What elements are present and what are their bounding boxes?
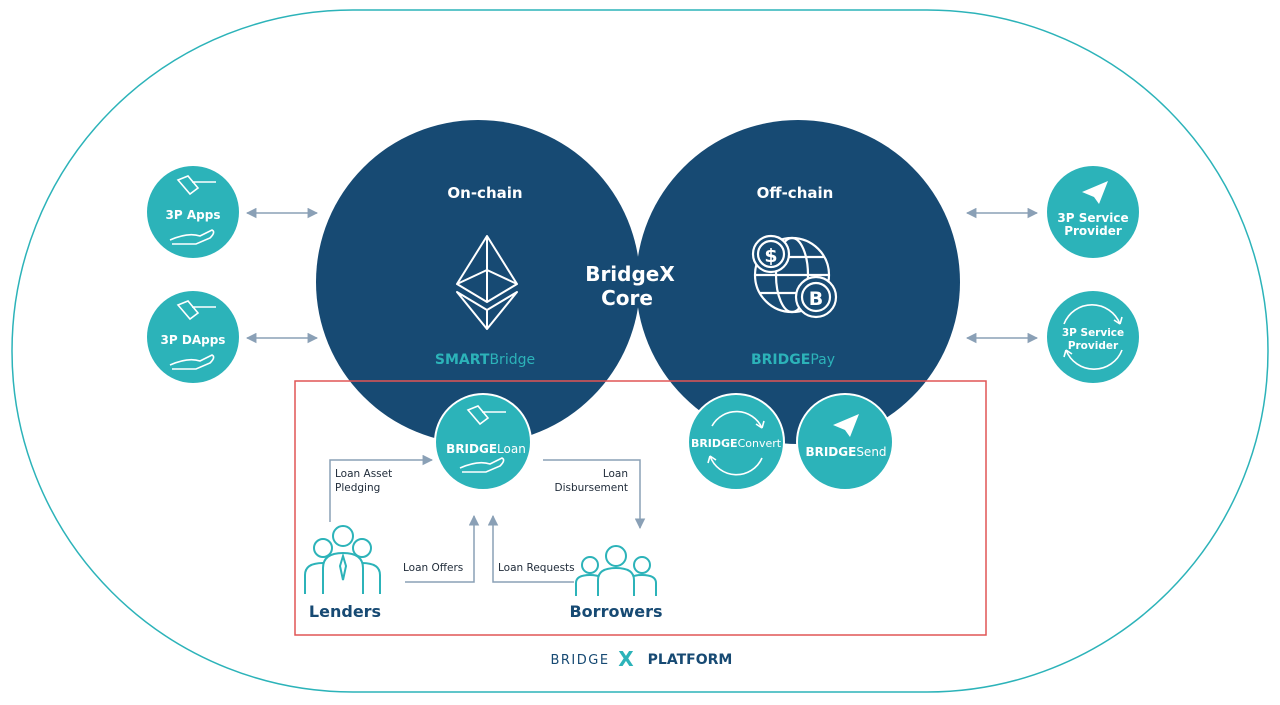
disbursement-label-line2: Disbursement — [555, 482, 629, 494]
lending-highlight-box — [294, 380, 987, 636]
bridgesend-node[interactable]: BRIDGESend — [796, 393, 894, 491]
bridgeloan-label: BRIDGELoan — [446, 442, 526, 456]
label-3p-apps: 3P Apps — [166, 208, 221, 222]
offers-label: Loan Offers — [403, 562, 463, 574]
pledging-label-line1: Loan Asset — [335, 468, 392, 480]
refresh-icon — [1063, 303, 1123, 371]
refresh-icon — [707, 410, 765, 476]
service-provider-line1: 3P Service — [1057, 211, 1128, 225]
requests-label: Loan Requests — [498, 562, 575, 574]
smartbridge-label: SMARTBridge — [435, 352, 535, 368]
disbursement-label-line1: Loan — [603, 468, 628, 480]
handshake-icon — [459, 405, 506, 473]
brand-platform: PLATFORM — [648, 652, 733, 668]
on-chain-circle — [316, 120, 640, 444]
bridgeloan-node[interactable]: BRIDGELoan — [434, 393, 532, 491]
bridgex-platform-logo: BRIDGE X PLATFORM — [550, 647, 732, 671]
label-3p-dapps: 3P DApps — [161, 333, 226, 347]
bridgesend-label: BRIDGESend — [805, 445, 886, 459]
node-3p-apps[interactable]: 3P Apps — [147, 166, 239, 258]
node-3p-service-provider-convert[interactable]: 3P Service Provider — [1047, 291, 1139, 383]
bridgeconvert-node[interactable]: BRIDGEConvert — [687, 393, 785, 491]
off-chain-label: Off-chain — [757, 184, 834, 202]
ethereum-icon — [456, 235, 518, 330]
arrow-pledging — [329, 454, 434, 522]
dollar-icon: $ — [764, 245, 777, 267]
pledging-label-line2: Pledging — [335, 482, 380, 494]
service-provider-line2-b: Provider — [1068, 340, 1119, 352]
service-provider-line2: Provider — [1064, 224, 1122, 238]
service-provider-line1-b: 3P Service — [1062, 327, 1124, 339]
node-3p-service-provider-send[interactable]: 3P Service Provider — [1047, 166, 1139, 258]
globe-coins-icon — [751, 234, 838, 319]
platform-boundary — [11, 9, 1269, 693]
node-3p-dapps[interactable]: 3P DApps — [147, 291, 239, 383]
lenders-label: Lenders — [309, 602, 381, 621]
arrow-disbursement — [543, 459, 646, 530]
off-chain-circle — [636, 120, 960, 444]
on-chain-label: On-chain — [447, 184, 522, 202]
borrowers-label: Borrowers — [569, 602, 662, 621]
paper-plane-icon — [1082, 181, 1108, 204]
handshake-icon — [169, 300, 216, 370]
borrowers-people-icon — [575, 545, 657, 596]
bridgeconvert-label: BRIDGEConvert — [691, 437, 782, 450]
brand-x: X — [618, 647, 634, 671]
core-title-line1: BridgeX — [585, 262, 675, 286]
arrow-requests — [487, 514, 574, 583]
handshake-icon — [169, 175, 216, 245]
paper-plane-icon — [833, 414, 859, 437]
brand-bridge: BRIDGE — [550, 653, 609, 668]
core-title-line2: Core — [601, 286, 653, 310]
bitcoin-icon: B — [809, 288, 823, 310]
bridgepay-label: BRIDGEPay — [751, 352, 835, 368]
lenders-people-icon — [304, 525, 381, 594]
arrow-offers — [405, 514, 480, 583]
